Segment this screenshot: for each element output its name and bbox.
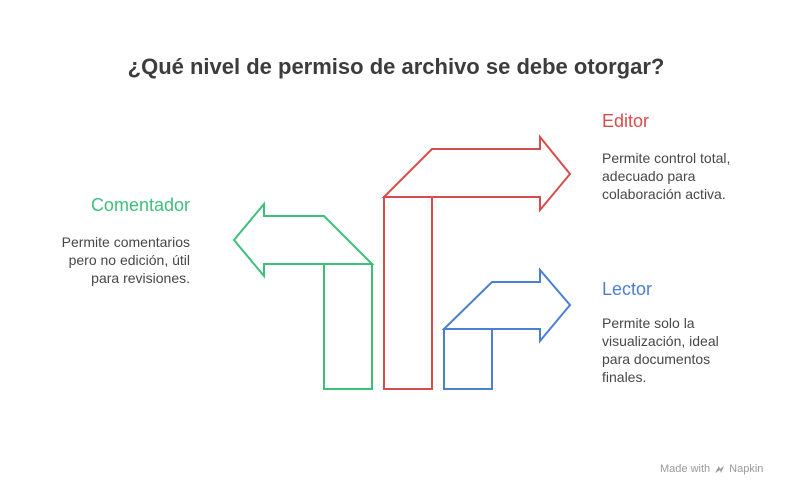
comentador-arrow — [232, 201, 375, 390]
editor-description: Permite control total, adecuado para col… — [602, 149, 772, 203]
napkin-logo-icon — [715, 465, 725, 473]
editor-arrowhead — [381, 134, 572, 213]
lector-label: Lector — [602, 279, 653, 299]
made-with-text: Made with — [660, 463, 711, 475]
lector-description-line: finales. — [602, 369, 647, 385]
lector-description: Permite solo la visualización, ideal par… — [602, 314, 772, 386]
lector-arrowhead — [441, 267, 572, 344]
diagram-title: ¿Qué nivel de permiso de archivo se debe… — [127, 54, 665, 79]
editor-description-line: colaboración activa. — [602, 186, 726, 202]
comentador-arrowhead — [232, 201, 375, 279]
lector-description-line: para documentos — [602, 351, 711, 367]
made-with-napkin-badge[interactable]: Made with Napkin — [660, 463, 763, 475]
comentador-description-line: Permite comentarios — [61, 234, 190, 250]
lector-arrow — [441, 267, 572, 390]
comentador-description-line: pero no edición, útil — [68, 252, 190, 268]
editor-arrow — [381, 134, 572, 390]
editor-description-line: adecuado para — [602, 168, 696, 184]
editor-description-line: Permite control total, — [602, 150, 731, 166]
comentador-description: Permite comentarios pero no edición, úti… — [20, 233, 190, 287]
lector-stem — [443, 328, 493, 390]
editor-label: Editor — [602, 111, 650, 131]
napkin-brand-text: Napkin — [729, 463, 764, 475]
editor-stem — [383, 196, 433, 390]
lector-description-line: visualización, ideal — [602, 333, 719, 349]
comentador-label: Comentador — [90, 195, 190, 215]
comentador-stem — [323, 263, 373, 390]
lector-description-line: Permite solo la — [602, 315, 695, 331]
comentador-description-line: para revisiones. — [91, 270, 190, 286]
